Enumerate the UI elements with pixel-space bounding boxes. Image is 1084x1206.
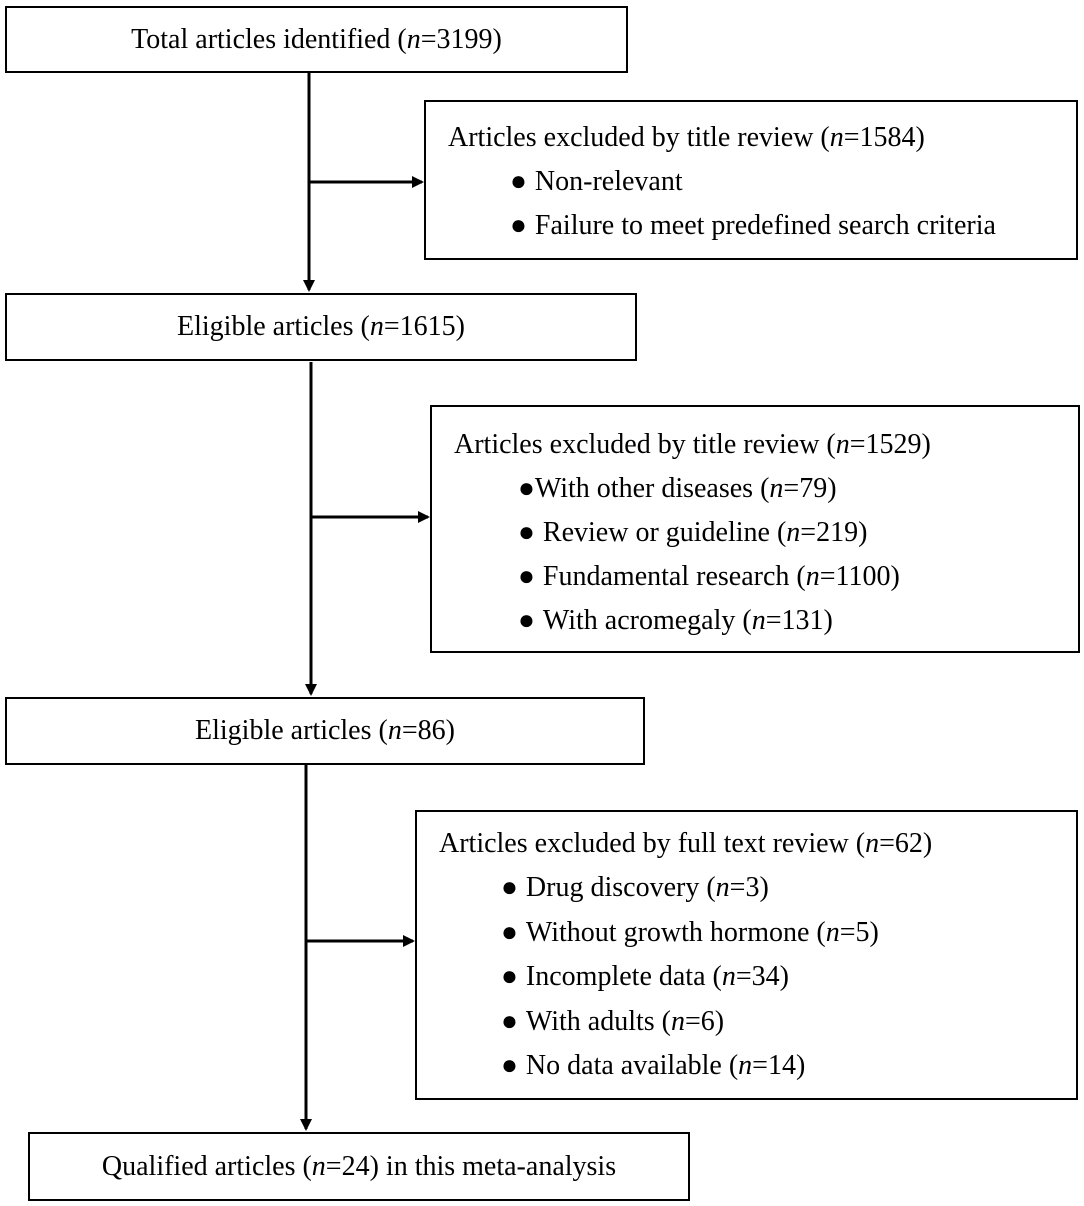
list-item: ●With acromegaly (n=131) [518,605,833,636]
bullet-icon: ● [518,561,535,592]
bullet-icon: ● [501,961,518,992]
exclusion-3-heading: Articles excluded by full text review (n… [439,828,933,859]
exclusion-title-review-2-box: Articles excluded by title review (n=152… [430,405,1080,653]
bullet-icon: ● [501,1006,518,1037]
exclusion-1-heading: Articles excluded by title review (n=158… [448,122,925,153]
qualified-articles-box: Qualified articles (n=24) in this meta-a… [28,1132,690,1201]
list-item: ●Drug discovery (n=3) [501,872,769,903]
total-articles-label: Total articles identified (n=3199) [131,23,502,55]
bullet-icon: ● [518,517,535,548]
list-item: ●Incomplete data (n=34) [501,961,789,992]
list-item: ●Failure to meet predefined search crite… [510,210,996,241]
list-item: ●Without growth hormone (n=5) [501,917,879,948]
qualified-articles-label: Qualified articles (n=24) in this meta-a… [101,1150,617,1182]
bullet-icon: ● [501,917,518,948]
eligible-articles-2-box: Eligible articles (n=86) [5,697,645,765]
bullet-icon: ● [518,605,535,636]
list-item: ●Fundamental research (n=1100) [518,561,900,592]
exclusion-title-review-1-box: Articles excluded by title review (n=158… [424,100,1078,260]
eligible-articles-1-label: Eligible articles (n=1615) [177,311,465,342]
list-item: ●No data available (n=14) [501,1050,806,1081]
eligible-articles-2-label: Eligible articles (n=86) [195,715,455,746]
bullet-icon: ● [510,166,527,197]
bullet-icon: ● [518,473,535,504]
bullet-icon: ● [501,1050,518,1081]
list-item: ●With other diseases (n=79) [518,473,837,504]
bullet-icon: ● [501,872,518,903]
bullet-icon: ● [510,210,527,241]
list-item: ●Review or guideline (n=219) [518,517,868,548]
eligible-articles-1-box: Eligible articles (n=1615) [5,293,637,361]
exclusion-2-heading: Articles excluded by title review (n=152… [454,429,931,460]
total-articles-box: Total articles identified (n=3199) [5,6,628,73]
list-item: ●With adults (n=6) [501,1006,725,1037]
list-item: ●Non-relevant [510,166,683,197]
exclusion-full-text-box: Articles excluded by full text review (n… [415,810,1078,1100]
